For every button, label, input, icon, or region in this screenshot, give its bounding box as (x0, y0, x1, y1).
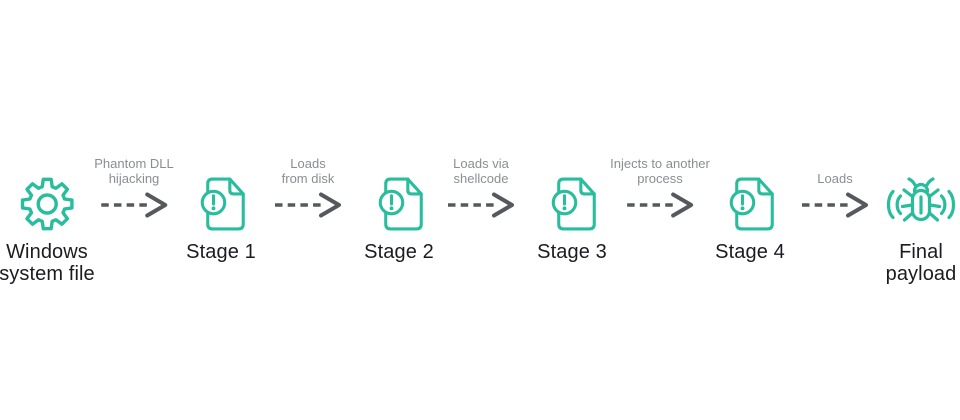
dashed-arrow-icon (275, 192, 341, 218)
node-label: Windows system file (0, 241, 95, 285)
malicious-file-icon (197, 176, 245, 232)
dashed-arrow-icon (101, 192, 167, 218)
connector-loads: Loads (800, 150, 870, 218)
malicious-file-icon (375, 176, 423, 232)
connector-label: Loads (817, 171, 853, 186)
connector-label: Loads via shellcode (453, 156, 509, 186)
malicious-file-icon (548, 176, 596, 232)
node-label: Final payload (885, 241, 957, 285)
node-label: Stage 2 (364, 241, 434, 263)
connector-label: Loads from disk (281, 156, 335, 186)
connector-injects-to-another-process: Injects to another process (610, 150, 710, 218)
connector-label: Phantom DLL hijacking (94, 156, 174, 186)
node-windows-system-file: Windows system file (0, 176, 95, 285)
dashed-arrow-icon (448, 192, 514, 218)
connector-phantom-dll-hijacking: Phantom DLL hijacking (94, 150, 174, 218)
node-label: Stage 3 (537, 241, 607, 263)
node-label: Stage 4 (715, 241, 785, 263)
node-label: Stage 1 (186, 241, 256, 263)
node-stage-1: Stage 1 (186, 176, 256, 263)
dashed-arrow-icon (626, 192, 693, 218)
connector-loads-from-disk: Loads from disk (273, 150, 343, 218)
connector-loads-via-shellcode: Loads via shellcode (446, 150, 516, 218)
node-stage-3: Stage 3 (537, 176, 607, 263)
connector-label: Injects to another process (610, 156, 710, 186)
gear-icon (19, 176, 75, 232)
dashed-arrow-icon (802, 192, 868, 218)
malicious-file-icon (726, 176, 774, 232)
bug-icon (885, 176, 957, 232)
node-stage-4: Stage 4 (715, 176, 785, 263)
node-stage-2: Stage 2 (364, 176, 434, 263)
node-final-payload: Final payload (885, 176, 957, 285)
